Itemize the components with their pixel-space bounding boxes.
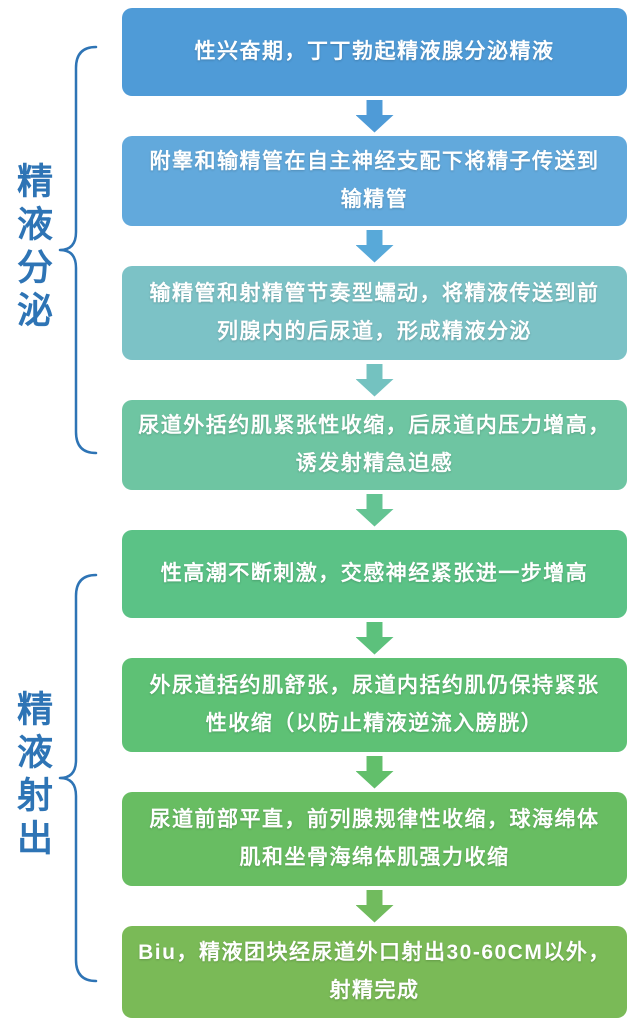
down-arrow-7-icon: [355, 889, 394, 923]
flow-step-6: 外尿道括约肌舒张，尿道内括约肌仍保持紧张 性收缩（以防止精液逆流入膀胱）: [122, 658, 627, 752]
arrow-gap-5: [122, 618, 627, 658]
arrow-gap-6: [122, 752, 627, 792]
flow-column: 性兴奋期，丁丁勃起精液腺分泌精液 附睾和输精管在自主神经支配下将精子传送到 输精…: [122, 8, 627, 1018]
arrow-gap-7: [122, 886, 627, 926]
flow-step-1: 性兴奋期，丁丁勃起精液腺分泌精液: [122, 8, 627, 96]
section-label-ejection: 精液射出: [12, 690, 53, 862]
brace-ejection: [58, 573, 98, 983]
arrow-gap-4: [122, 490, 627, 530]
down-arrow-4-icon: [355, 493, 394, 527]
down-arrow-5-icon: [355, 621, 394, 655]
flow-step-2: 附睾和输精管在自主神经支配下将精子传送到 输精管: [122, 136, 627, 226]
arrow-gap-2: [122, 226, 627, 266]
brace-secretion: [58, 45, 98, 455]
flow-step-4: 尿道外括约肌紧张性收缩，后尿道内压力增高， 诱发射精急迫感: [122, 400, 627, 490]
arrow-gap-1: [122, 96, 627, 136]
down-arrow-3-icon: [355, 363, 394, 397]
down-arrow-1-icon: [355, 99, 394, 133]
down-arrow-6-icon: [355, 755, 394, 789]
flow-step-5: 性高潮不断刺激，交感神经紧张进一步增高: [122, 530, 627, 618]
flow-step-7: 尿道前部平直，前列腺规律性收缩，球海绵体 肌和坐骨海绵体肌强力收缩: [122, 792, 627, 886]
flow-step-8: Biu，精液团块经尿道外口射出30-60CM以外， 射精完成: [122, 926, 627, 1018]
section-label-secretion: 精液分泌: [12, 162, 53, 334]
arrow-gap-3: [122, 360, 627, 400]
flow-step-3: 输精管和射精管节奏型蠕动，将精液传送到前 列腺内的后尿道，形成精液分泌: [122, 266, 627, 360]
down-arrow-2-icon: [355, 229, 394, 263]
